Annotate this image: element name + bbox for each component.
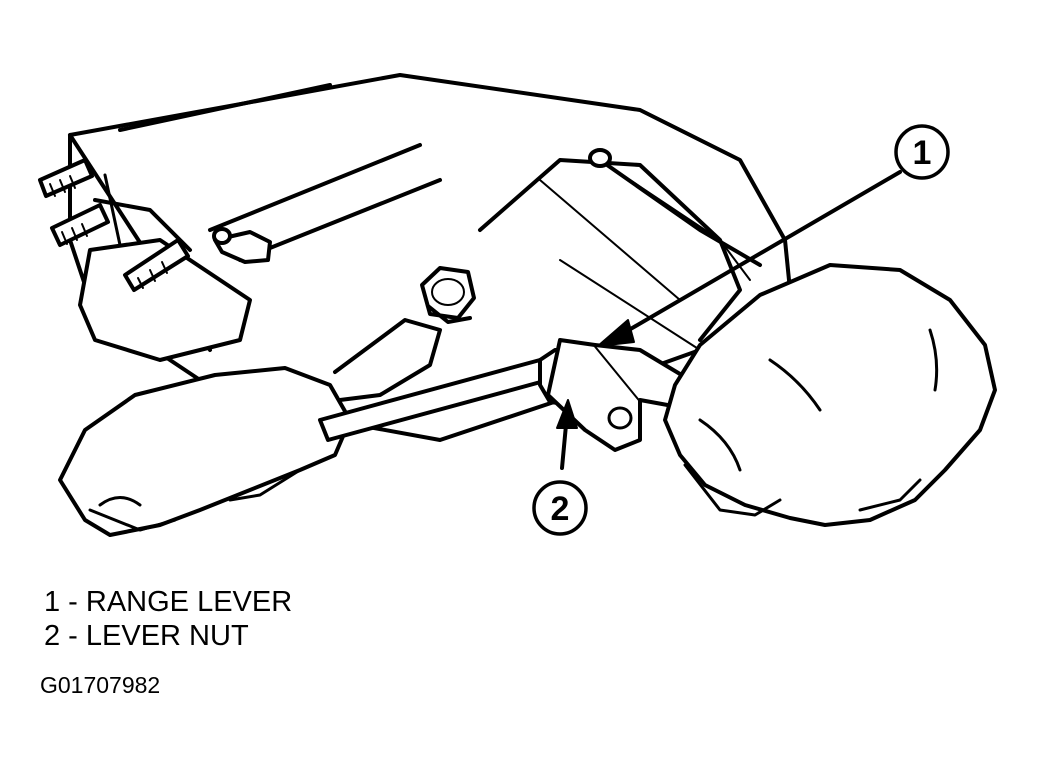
legend-item-lever-nut: 2 - LEVER NUT [44, 620, 249, 652]
callout-2-leader [556, 399, 578, 470]
legend-item-range-lever: 1 - RANGE LEVER [44, 586, 293, 618]
right-hand [663, 263, 997, 527]
callout-2: 2 [532, 480, 588, 536]
callout-2-number: 2 [551, 490, 570, 528]
callout-1-leader [597, 170, 902, 347]
mounting-flange [78, 173, 252, 362]
callout-1: 1 [894, 124, 950, 180]
figure-id: G01707982 [40, 672, 161, 698]
case-bolt [420, 266, 476, 324]
left-hand [58, 318, 442, 537]
legend: 1 - RANGE LEVER 2 - LEVER NUT [44, 585, 292, 653]
technical-illustration: 1 2 [38, 73, 997, 537]
mounting-studs [38, 158, 190, 292]
vent-fitting [212, 227, 272, 264]
callout-1-number: 1 [913, 134, 932, 172]
